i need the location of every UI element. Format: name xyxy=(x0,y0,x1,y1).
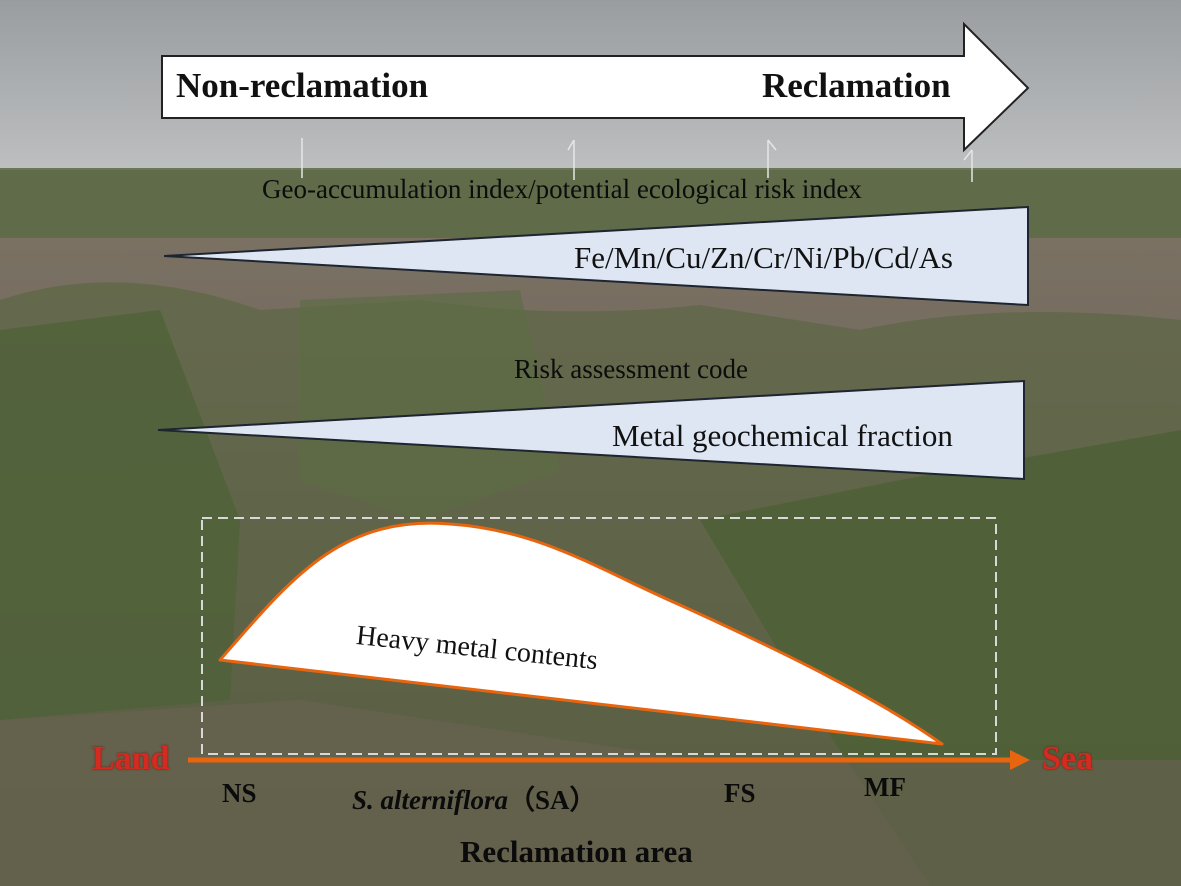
zone-fs-label: FS xyxy=(724,778,756,808)
wind-turbines-decoration xyxy=(301,138,973,182)
heavy-metal-contents-curve xyxy=(218,521,944,746)
metal-fraction-label: Metal geochemical fraction xyxy=(612,418,953,453)
zone-ns-label: NS xyxy=(222,778,257,808)
reclamation-area-box xyxy=(201,517,997,755)
reclamation-label: Reclamation xyxy=(762,66,951,105)
reclamation-area-title: Reclamation area xyxy=(460,834,693,869)
risk-assessment-wedge xyxy=(157,379,1025,481)
geo-accumulation-wedge xyxy=(163,205,1029,307)
zone-sa-code: （SA） xyxy=(508,785,597,815)
sea-label: Sea xyxy=(1042,740,1093,777)
metals-list-label: Fe/Mn/Cu/Zn/Cr/Ni/Pb/Cd/As xyxy=(574,240,953,275)
zone-sa-species: S. alterniflora xyxy=(352,785,509,815)
land-label: Land xyxy=(92,740,170,777)
geo-accumulation-title: Geo-accumulation index/potential ecologi… xyxy=(262,174,862,204)
non-reclamation-label: Non-reclamation xyxy=(176,66,429,105)
land-sea-axis-arrow xyxy=(188,750,1030,770)
zone-mf-label: MF xyxy=(864,772,906,802)
reclamation-direction-arrow xyxy=(161,21,1030,153)
risk-assessment-code-title: Risk assessment code xyxy=(514,354,748,384)
zone-sa-label: S. alterniflora（SA） xyxy=(352,778,597,817)
